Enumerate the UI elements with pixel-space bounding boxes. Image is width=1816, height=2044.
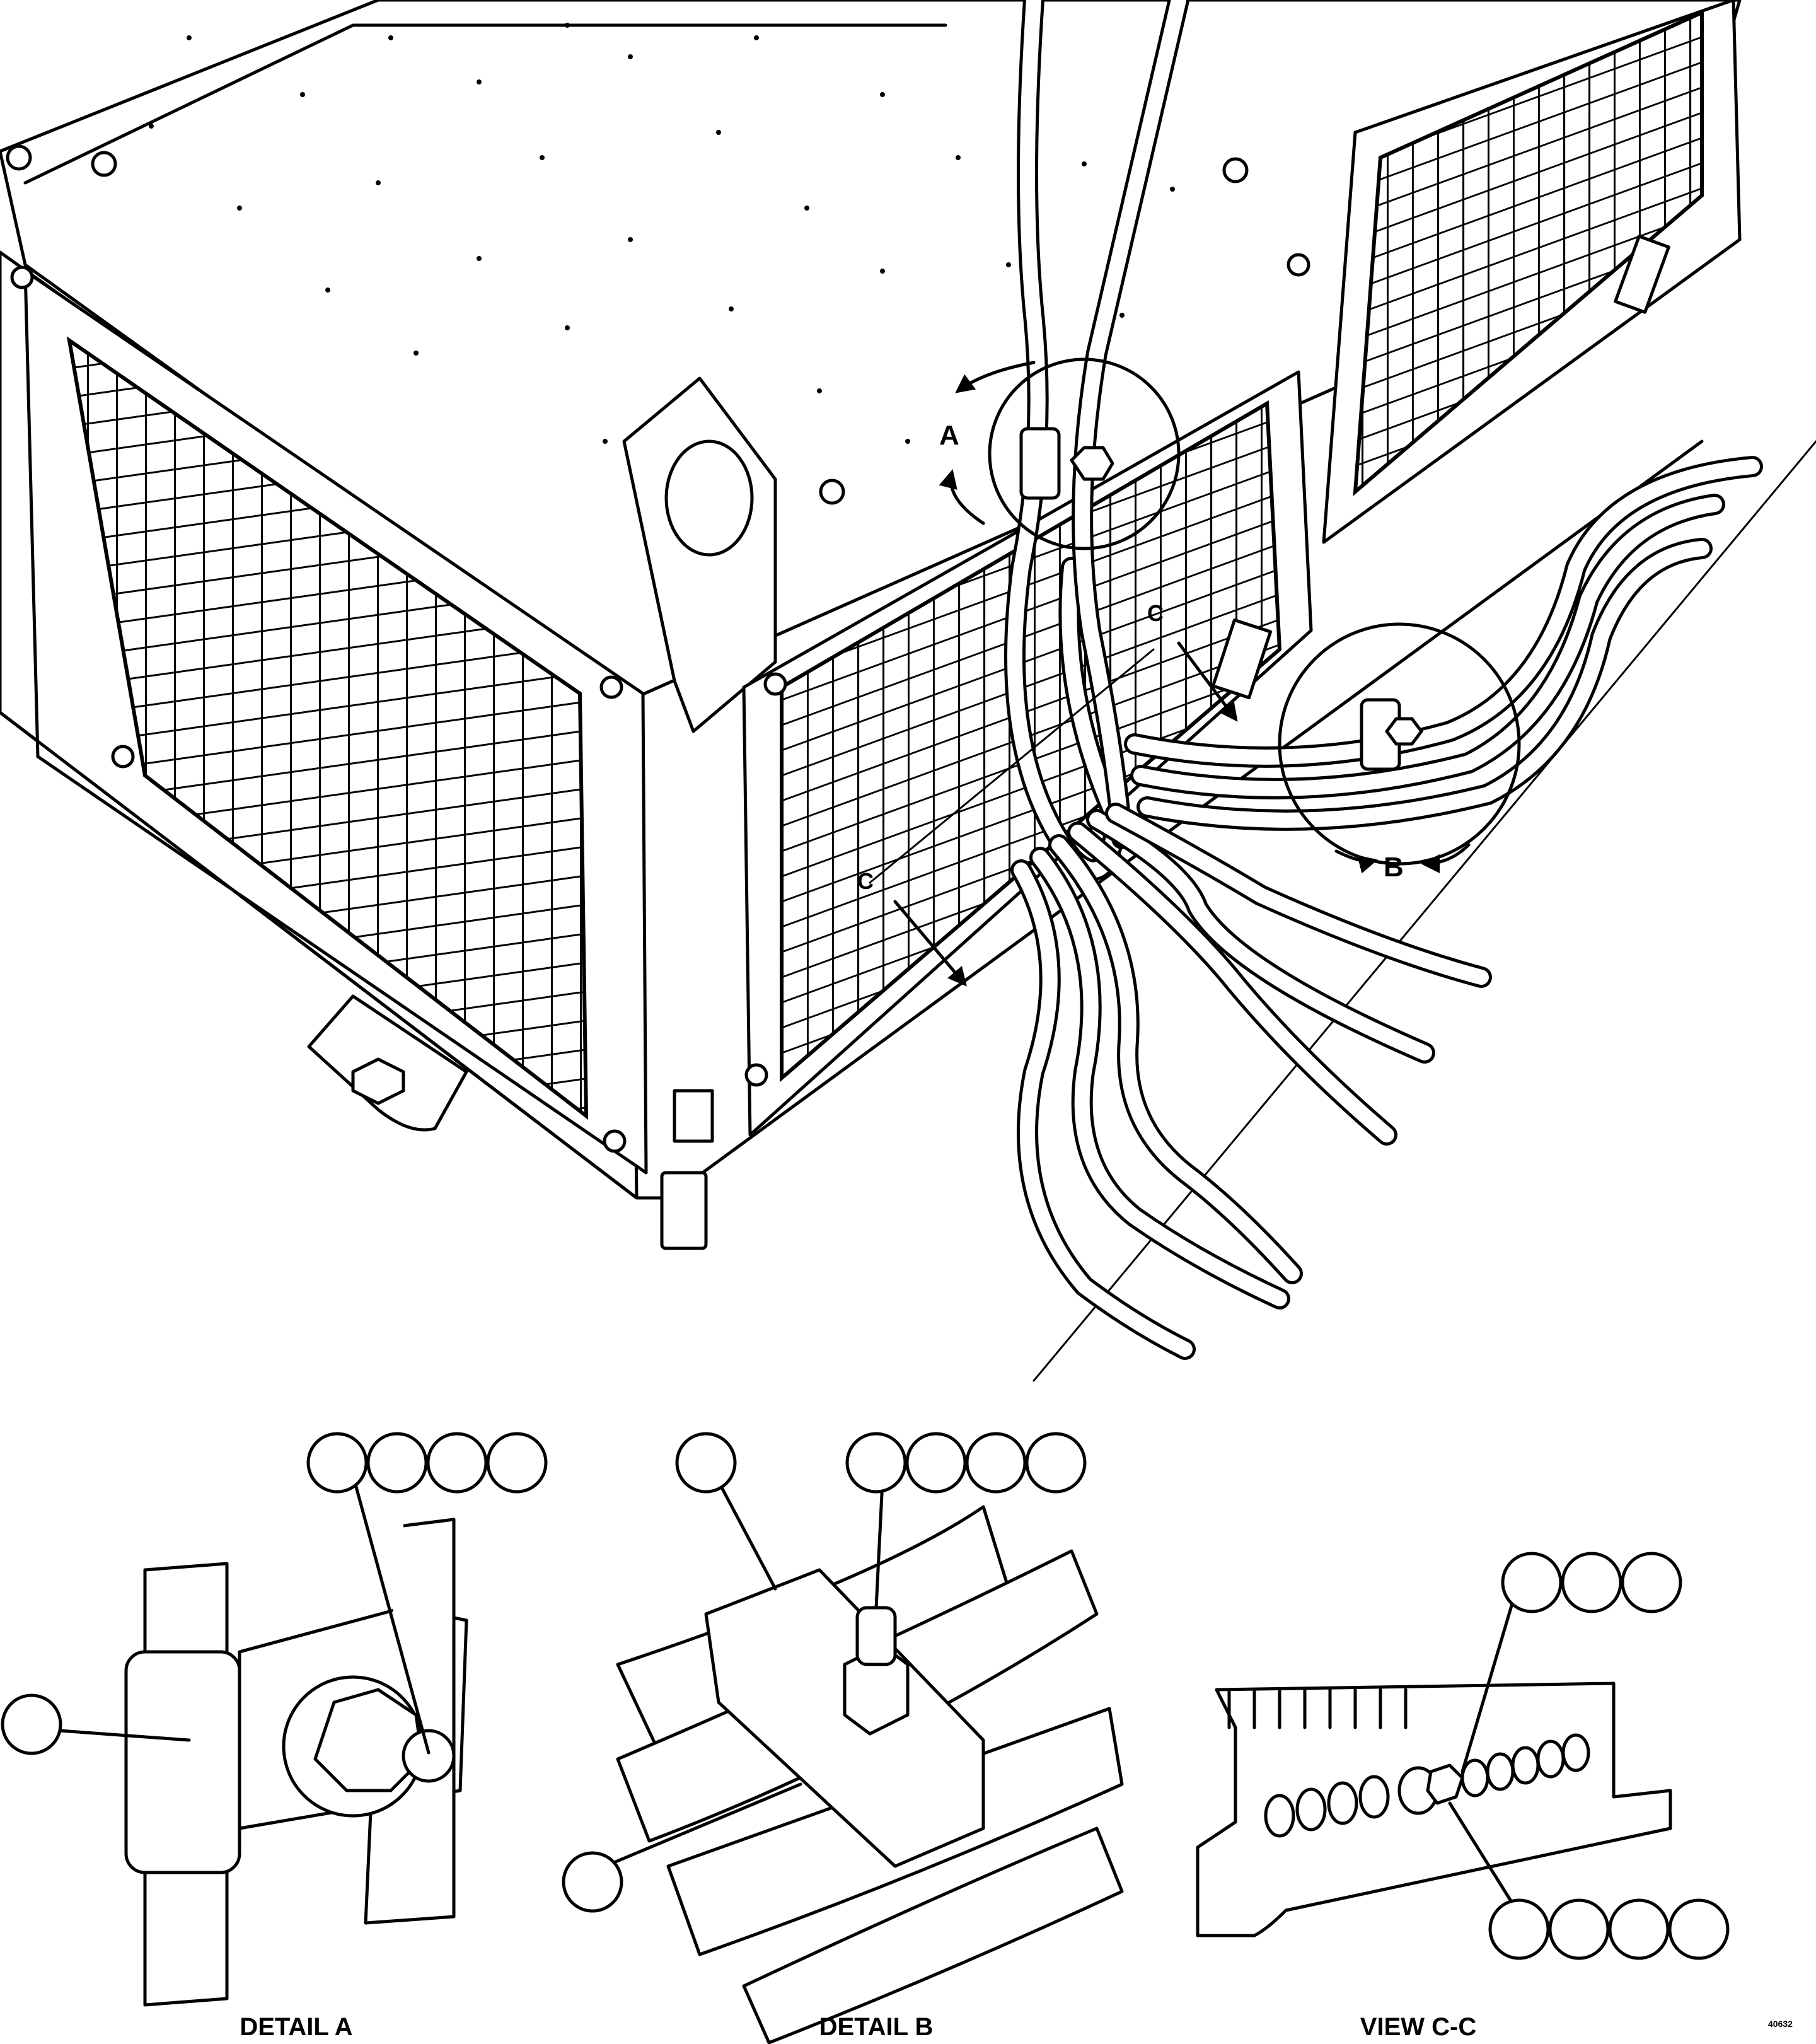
figure-number: 40632 bbox=[1768, 2019, 1793, 2029]
caption-view-cc: VIEW C-C bbox=[1360, 2013, 1476, 2041]
top-bolts bbox=[6, 144, 1249, 505]
detail-b-callout: B bbox=[1278, 622, 1521, 883]
lifting-lug bbox=[622, 376, 777, 733]
view-cc-grille bbox=[1227, 1688, 1408, 1729]
caption-detail-a: DETAIL A bbox=[240, 2013, 352, 2041]
right-grille bbox=[1353, 9, 1704, 496]
mounting-foot bbox=[307, 994, 468, 1132]
detail-a-callout: A bbox=[939, 357, 1181, 550]
callout-b: B bbox=[1384, 852, 1404, 883]
view-cc: VIEW C-C bbox=[1196, 1552, 1730, 2041]
callout-c-right: C bbox=[1147, 600, 1164, 626]
callout-c-left: C bbox=[857, 868, 874, 894]
view-cc-item-bubbles-top bbox=[1501, 1552, 1682, 1613]
view-cc-item-bubbles-bottom bbox=[1488, 1898, 1730, 1960]
callout-a: A bbox=[939, 420, 959, 451]
detail-a-item-bubble-left bbox=[1, 1693, 62, 1755]
left-grille bbox=[66, 336, 589, 1120]
detail-b-item-bubbles-top-right bbox=[845, 1432, 1087, 1494]
cable-bundle bbox=[1004, 0, 1763, 1360]
detail-b-item-bubble-left bbox=[562, 1851, 623, 1913]
top-panel-dots bbox=[149, 23, 1175, 507]
detail-b-item-bubble-top-left bbox=[675, 1432, 737, 1494]
caption-detail-b: DETAIL B bbox=[819, 2013, 934, 2041]
detail-a-item-bubbles-top bbox=[306, 1432, 548, 1494]
detail-b: DETAIL B bbox=[562, 1432, 1124, 2044]
detail-a: DETAIL A bbox=[1, 1432, 548, 2041]
section-line-c: C C bbox=[857, 600, 1238, 987]
